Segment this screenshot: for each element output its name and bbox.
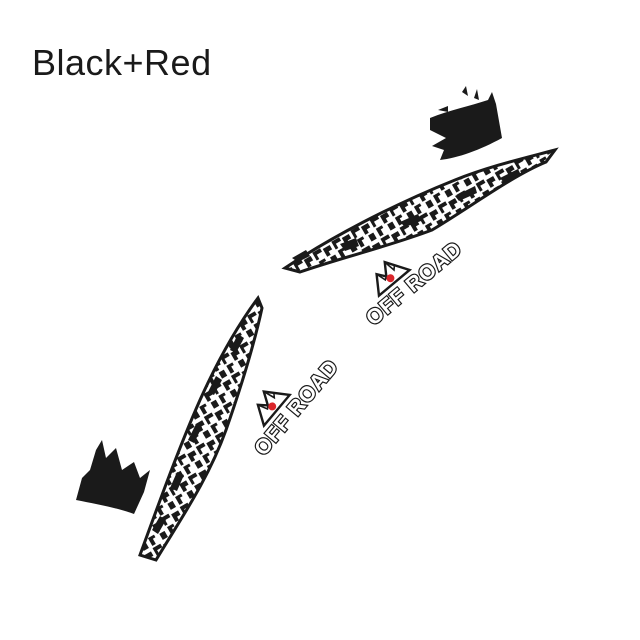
- lower-grass-splatter: [76, 440, 150, 514]
- mountain-icon: [375, 260, 413, 299]
- upper-grass-splatter: [430, 86, 502, 160]
- mountain-icon: [256, 390, 292, 429]
- variant-title: Black+Red: [32, 42, 212, 83]
- lower-tread-stripe: [138, 294, 264, 562]
- upper-tread-stripe: [281, 147, 559, 274]
